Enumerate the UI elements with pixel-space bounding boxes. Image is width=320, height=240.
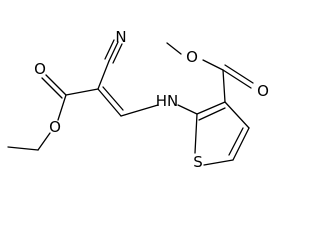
thiophene-sulfur-label: S [193, 153, 203, 171]
left-ether-oxygen-label: O [49, 118, 61, 136]
nitrile-nitrogen-label: N [115, 28, 126, 46]
atom-labels: N O O HN O O S [34, 28, 269, 171]
chemical-structure-diagram: N O O HN O O S [7, 28, 269, 171]
amine-nh-label: HN [156, 92, 179, 110]
bond-lines [7, 39, 254, 166]
right-methoxy-oxygen-label: O [186, 48, 198, 66]
left-carbonyl-oxygen-label: O [34, 60, 46, 78]
right-carbonyl-oxygen-label: O [257, 82, 269, 100]
